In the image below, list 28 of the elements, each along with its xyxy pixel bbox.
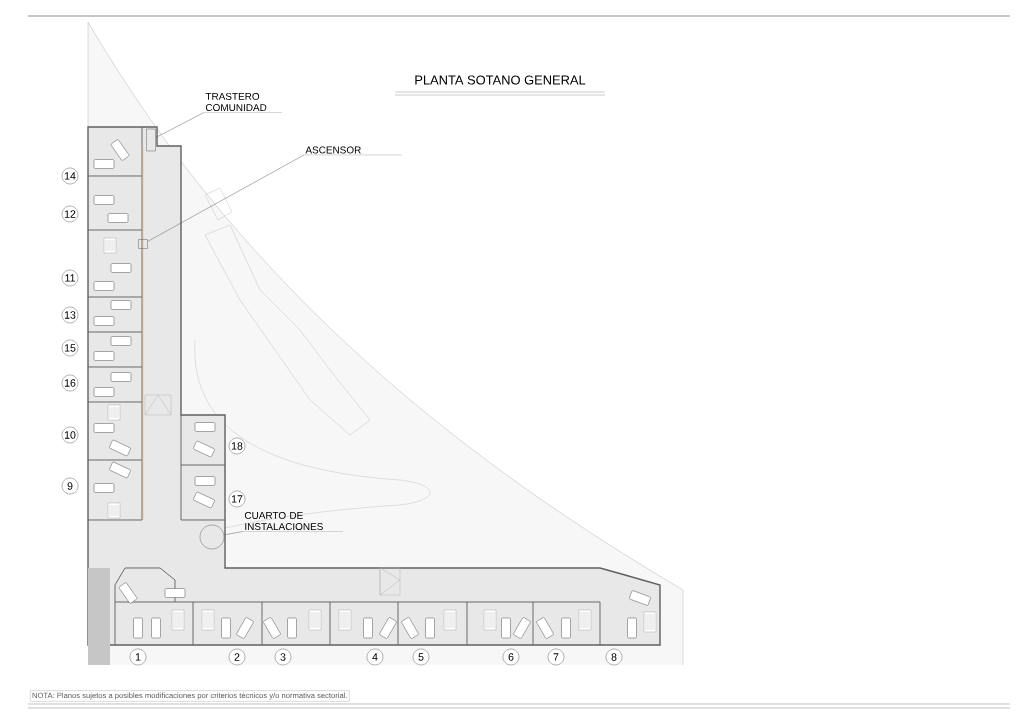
callout-number: 10 (61, 426, 79, 444)
callout-number: 3 (274, 648, 292, 666)
leader-label: CUARTO DE INSTALACIONES (242, 511, 344, 532)
callout-number: 14 (61, 167, 79, 185)
callout-number: 2 (228, 648, 246, 666)
callout-number: 15 (61, 339, 79, 357)
leader-line (147, 154, 305, 242)
callout-number: 5 (412, 648, 430, 666)
title: PLANTA SOTANO GENERAL (415, 75, 586, 85)
callout-number: 18 (228, 437, 246, 455)
room-outline (138, 239, 148, 249)
leader-label: TRASTERO COMUNIDAD (203, 92, 283, 113)
callout-number: 9 (61, 477, 79, 495)
callout-number: 4 (366, 648, 384, 666)
callout-number: 12 (61, 205, 79, 223)
callout-number: 8 (605, 648, 623, 666)
room-outline (146, 128, 156, 152)
leader-line (155, 112, 205, 138)
callout-number: 11 (61, 269, 79, 287)
leader-label: ASCENSOR (303, 146, 403, 156)
leader-line (223, 531, 244, 536)
room-circle (199, 524, 225, 550)
callout-number: 1 (129, 648, 147, 666)
callout-number: 7 (547, 648, 565, 666)
callout-number: 16 (61, 374, 79, 392)
callout-number: 17 (228, 490, 246, 508)
callout-number: 6 (502, 648, 520, 666)
callout-number: 13 (61, 306, 79, 324)
